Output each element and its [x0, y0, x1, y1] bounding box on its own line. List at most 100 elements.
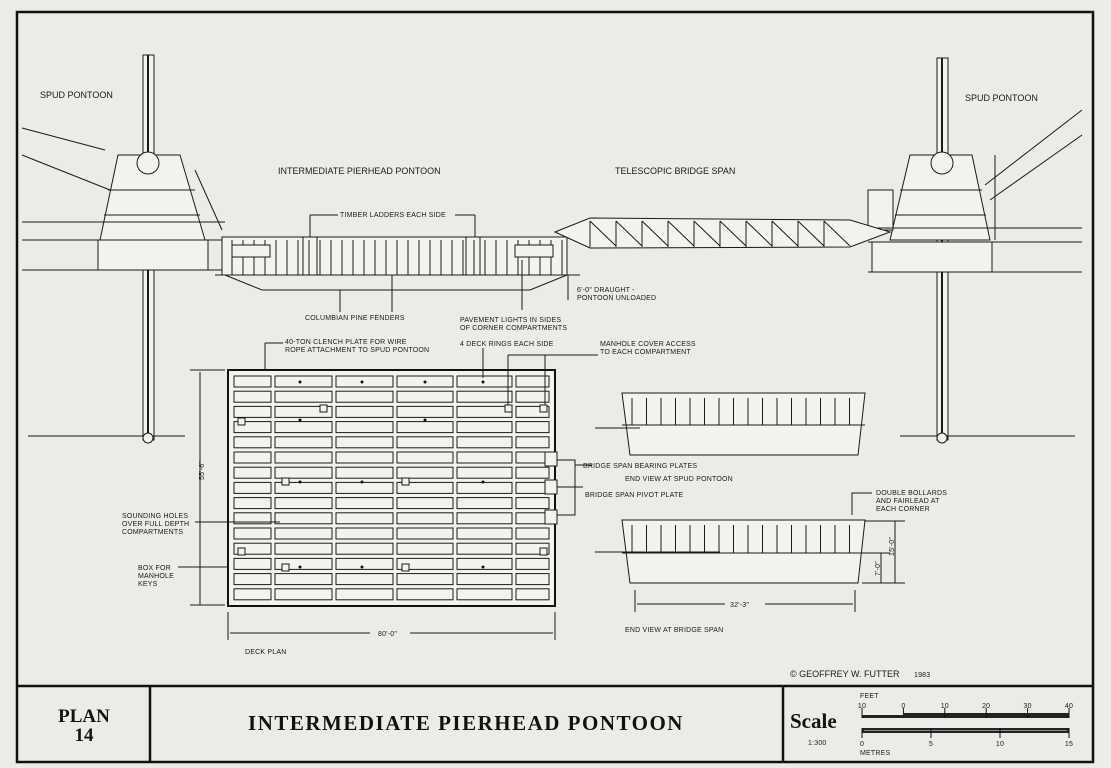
deck-compartment: [335, 481, 394, 494]
truss-member: [823, 220, 851, 247]
deck-compartment: [396, 512, 454, 525]
deck-compartment: [335, 405, 394, 418]
label-timber-ladders: TIMBER LADDERS EACH SIDE: [340, 212, 446, 219]
label-bollards-3: EACH CORNER: [876, 506, 930, 513]
deck-compartment: [335, 390, 394, 403]
deck-compartment: [515, 405, 550, 418]
end-view-bridge-span: [595, 519, 866, 584]
scale-bar: [861, 708, 1070, 738]
sounding-hole: [281, 563, 290, 572]
deck-compartment: [456, 436, 513, 449]
deck-compartment: [396, 421, 454, 434]
sounding-hole: [401, 563, 410, 572]
label-width-dimension: 55'-6": [199, 461, 206, 480]
label-box-2: MANHOLE: [138, 573, 174, 580]
label-length-dimension: 80'-0": [378, 631, 397, 638]
deck-compartment: [233, 542, 272, 555]
sounding-hole: [504, 404, 513, 413]
deck-compartment: [233, 466, 272, 479]
label-intermediate-pontoon: INTERMEDIATE PIERHEAD PONTOON: [278, 166, 441, 176]
deck-compartment: [515, 573, 550, 586]
deck-compartment: [274, 421, 333, 434]
plan-number: 14: [75, 725, 95, 746]
intermediate-pontoon-elevation: [215, 236, 580, 291]
deck-compartment: [515, 512, 550, 525]
manhole-cover: [298, 380, 302, 384]
manhole-cover: [481, 480, 485, 484]
sounding-hole: [401, 477, 410, 486]
deck-compartment: [456, 573, 513, 586]
label-deck-plan: DECK PLAN: [245, 649, 286, 656]
manhole-cover: [360, 380, 364, 384]
telescopic-bridge-span: [553, 217, 892, 249]
label-spud-pontoon-right: SPUD PONTOON: [965, 93, 1038, 103]
deck-compartment: [396, 436, 454, 449]
deck-compartment: [396, 466, 454, 479]
pavement-light-window: [231, 244, 271, 258]
deck-compartment: [335, 436, 394, 449]
deck-compartment: [233, 405, 272, 418]
deck-compartment: [274, 390, 333, 403]
scale-label: Scale: [790, 709, 837, 733]
deck-compartment: [335, 451, 394, 464]
deck-compartment: [274, 436, 333, 449]
deck-compartment: [396, 573, 454, 586]
feet-tick-label: 30: [1024, 703, 1032, 710]
label-end-view-bridge: END VIEW AT BRIDGE SPAN: [625, 627, 723, 634]
truss-member: [797, 220, 825, 247]
deck-compartment: [456, 421, 513, 434]
label-draught-1: 6'-0" DRAUGHT -: [577, 287, 635, 294]
deck-compartment: [233, 497, 272, 510]
label-pine-fenders: COLUMBIAN PINE FENDERS: [305, 315, 405, 322]
deck-compartment: [274, 497, 333, 510]
label-sounding-2: OVER FULL DEPTH: [122, 521, 189, 528]
deck-compartment: [335, 588, 394, 601]
label-manhole-1: MANHOLE COVER ACCESS: [600, 341, 696, 348]
label-width-32ft: 32'-3": [730, 602, 749, 609]
deck-compartment: [396, 588, 454, 601]
label-sounding-3: COMPARTMENTS: [122, 529, 183, 536]
label-draught-2: PONTOON UNLOADED: [577, 295, 656, 302]
deck-compartment: [274, 573, 333, 586]
deck-compartment: [515, 375, 550, 388]
deck-plan: [227, 369, 556, 607]
deck-compartment: [274, 481, 333, 494]
deck-compartment: [335, 421, 394, 434]
deck-compartment: [274, 542, 333, 555]
truss-member: [719, 220, 747, 247]
label-clench-plate-2: ROPE ATTACHMENT TO SPUD PONTOON: [285, 347, 429, 354]
deck-compartment: [274, 466, 333, 479]
scale-ratio: 1:300: [808, 740, 827, 747]
sheet-title: INTERMEDIATE PIERHEAD PONTOON: [248, 711, 684, 735]
deck-compartment: [233, 375, 272, 388]
feet-tick-label: 10: [858, 703, 866, 710]
deck-compartment: [515, 527, 550, 540]
sounding-hole: [237, 547, 246, 556]
label-manhole-2: TO EACH COMPARTMENT: [600, 349, 691, 356]
manhole-cover: [481, 380, 485, 384]
feet-tick-label: 40: [1065, 703, 1073, 710]
title-block: [17, 684, 1093, 762]
manhole-cover: [298, 565, 302, 569]
label-box-1: BOX FOR: [138, 565, 171, 572]
deck-compartment: [335, 375, 394, 388]
deck-compartment: [456, 497, 513, 510]
deck-compartment: [233, 436, 272, 449]
deck-compartment: [456, 466, 513, 479]
truss-member: [641, 220, 669, 247]
deck-compartment: [456, 481, 513, 494]
sounding-hole: [237, 417, 246, 426]
deck-compartment: [396, 405, 454, 418]
label-bollards-1: DOUBLE BOLLARDS: [876, 490, 947, 497]
end-view-spud-pontoon: [595, 392, 866, 456]
deck-compartment: [396, 557, 454, 570]
deck-compartment: [335, 557, 394, 570]
label-end-view-spud: END VIEW AT SPUD PONTOON: [625, 476, 733, 483]
deck-compartment: [515, 497, 550, 510]
deck-compartment: [274, 527, 333, 540]
manhole-cover: [298, 418, 302, 422]
deck-compartment: [233, 390, 272, 403]
deck-compartment: [456, 527, 513, 540]
manhole-cover: [423, 380, 427, 384]
